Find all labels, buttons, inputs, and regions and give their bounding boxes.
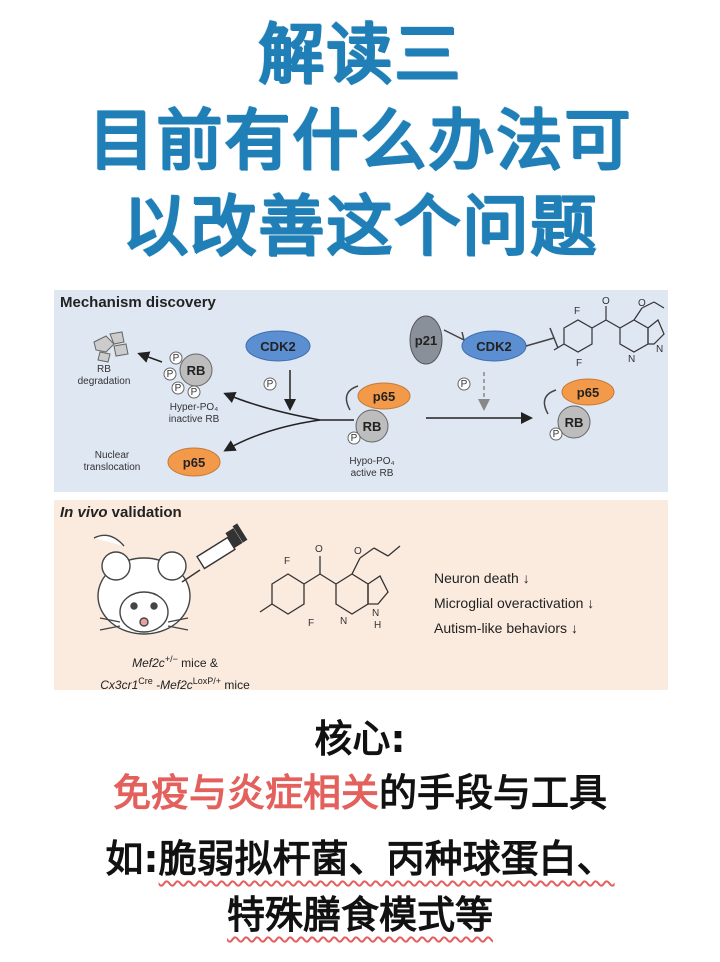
summary-line-3: 特殊膳食模式等 xyxy=(0,884,720,939)
examples-underlined-2: 特殊膳食模式等 xyxy=(226,893,493,937)
outcome-list: Neuron death ↓ Microglial overactivation… xyxy=(434,566,594,641)
svg-text:RB: RB xyxy=(363,419,382,434)
summary-line-1: 免疫与炎症相关的手段与工具 xyxy=(112,771,608,815)
hyper-rb-node: RB P P P P xyxy=(163,351,213,399)
svg-text:O: O xyxy=(315,544,323,555)
svg-text:RB: RB xyxy=(565,415,584,430)
svg-text:O: O xyxy=(354,546,362,557)
p21-node: p21 xyxy=(409,315,443,365)
hypo-label-1: Hypo-PO₄ xyxy=(349,456,394,467)
examples-underlined-1: 脆弱拟杆菌、丙种球蛋白、 xyxy=(158,837,615,881)
svg-text:N: N xyxy=(372,608,379,619)
svg-text:N: N xyxy=(656,344,663,355)
summary-line-2: 如:脆弱拟杆菌、丙种球蛋白、 xyxy=(105,837,615,881)
inhibitor-structure-top xyxy=(553,301,665,353)
svg-text:O: O xyxy=(638,298,646,309)
mechanism-figure: Mechanism discovery RB degradation xyxy=(54,290,668,692)
mouse-icon xyxy=(93,534,191,635)
svg-text:N: N xyxy=(628,354,635,365)
svg-text:P: P xyxy=(267,379,274,390)
svg-text:F: F xyxy=(284,556,290,567)
svg-text:p65: p65 xyxy=(373,389,395,404)
svg-text:p21: p21 xyxy=(415,333,437,348)
title-line-1: 解读三 xyxy=(258,16,462,93)
nuclear-label-1: Nuclear xyxy=(95,450,130,461)
svg-text:P: P xyxy=(351,433,358,444)
outcome-neuron-death: Neuron death ↓ xyxy=(434,570,530,586)
svg-text:P: P xyxy=(553,429,560,440)
svg-text:F: F xyxy=(574,306,580,317)
rb-degradation-label-1: RB xyxy=(97,364,111,375)
hyper-label-2: inactive RB xyxy=(169,414,220,425)
cdk2-node-right: CDK2 xyxy=(461,330,527,362)
title-line-2: 目前有什么办法可 xyxy=(88,102,632,179)
outcome-microglial: Microglial overactivation ↓ xyxy=(434,595,595,611)
in-vivo-validation-panel: In vivo validation xyxy=(54,500,668,692)
svg-text:p65: p65 xyxy=(183,455,205,470)
cdk2-node-left: CDK2 xyxy=(245,330,311,362)
svg-text:P: P xyxy=(191,387,198,398)
svg-text:O: O xyxy=(602,296,610,307)
rb-degradation-label-2: degradation xyxy=(78,376,131,387)
svg-text:H: H xyxy=(374,620,381,631)
outcome-autism-like: Autism-like behaviors ↓ xyxy=(434,620,578,636)
svg-text:RB: RB xyxy=(187,363,206,378)
validation-diagram: F F O O N N H xyxy=(93,523,401,635)
inhibitor-structure-bottom xyxy=(259,545,401,615)
svg-text:F: F xyxy=(576,358,582,369)
svg-text:F: F xyxy=(308,618,314,629)
svg-text:P: P xyxy=(173,353,180,364)
p65-translocated-node: p65 xyxy=(167,447,221,477)
hyper-label-1: Hyper-PO₄ xyxy=(170,402,219,413)
syringe-icon xyxy=(181,523,248,583)
rb-degradation-icon xyxy=(93,331,129,363)
title-line-3: 以改善这个问题 xyxy=(122,188,598,265)
mice-label: Mef2c+/− mice & Cx3cr1Cre -Mef2cLoxP/+ m… xyxy=(100,654,250,692)
svg-text:CDK2: CDK2 xyxy=(260,339,295,354)
in-vivo-title: In vivo validation xyxy=(60,504,182,521)
svg-text:CDK2: CDK2 xyxy=(476,339,511,354)
mechanism-discovery-title: Mechanism discovery xyxy=(60,294,216,311)
mechanism-diagram: RB degradation RB P P P P Hyper-PO₄ inac… xyxy=(78,296,665,479)
hypo-label-2: active RB xyxy=(351,468,394,479)
immune-inflammation-highlight: 免疫与炎症相关 xyxy=(112,771,379,815)
nuclear-label-2: translocation xyxy=(84,462,141,473)
hypo-rb-complex: p65 RB P xyxy=(345,382,411,445)
right-rb-complex: p65 RB P xyxy=(543,378,615,441)
svg-text:P: P xyxy=(461,379,468,390)
svg-text:P: P xyxy=(175,383,182,394)
svg-text:N: N xyxy=(340,616,347,627)
core-heading: 核心: xyxy=(314,717,406,761)
svg-text:p65: p65 xyxy=(577,385,599,400)
mechanism-discovery-panel: Mechanism discovery RB degradation xyxy=(54,290,668,492)
svg-text:P: P xyxy=(167,369,174,380)
